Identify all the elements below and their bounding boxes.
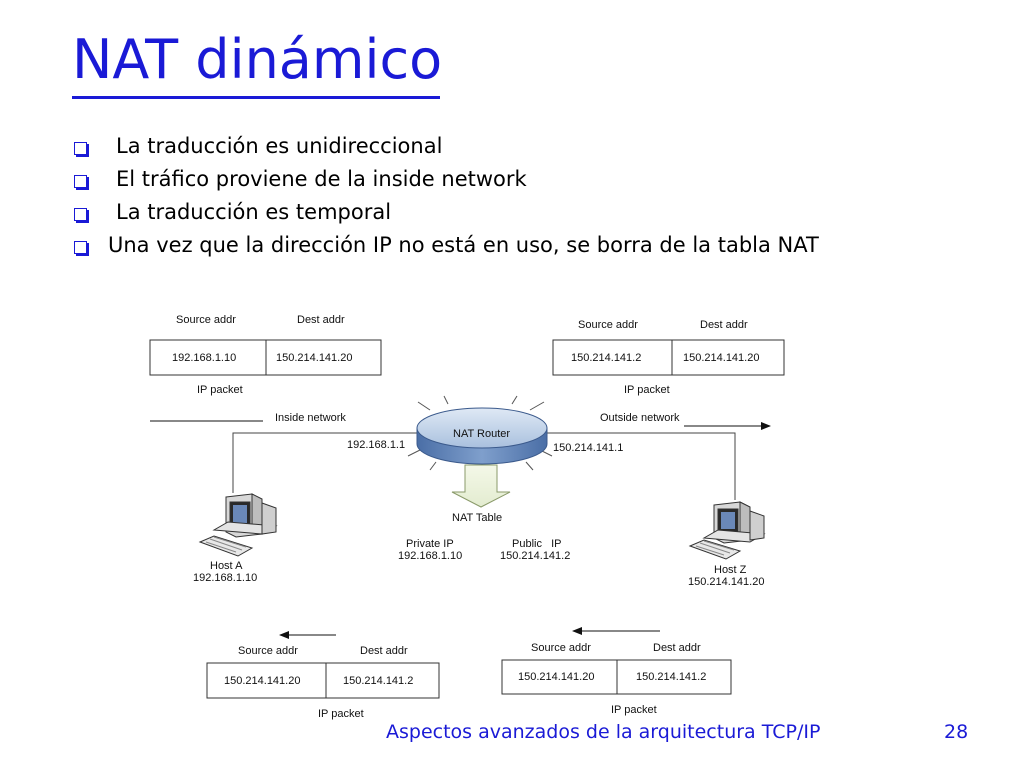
page-number: 28 — [944, 721, 969, 743]
source-addr-value: 192.168.1.10 — [172, 352, 236, 364]
nat-router-icon — [407, 395, 553, 471]
ip-packet-bottom-left: Source addr Dest addr 150.214.141.20 150… — [206, 645, 440, 720]
ip-packet-caption: IP packet — [197, 384, 243, 396]
nat-table-title: NAT Table — [452, 512, 502, 524]
source-addr-value: 150.214.141.20 — [224, 675, 300, 687]
source-addr-value: 150.214.141.2 — [571, 352, 641, 364]
packet-box — [552, 339, 785, 376]
dest-addr-label: Dest addr — [653, 642, 701, 654]
source-addr-value: 150.214.141.20 — [518, 671, 594, 683]
checkbox-bullet-icon — [74, 208, 87, 221]
source-addr-label: Source addr — [238, 645, 298, 657]
host-z-ip: 150.214.141.20 — [688, 576, 764, 588]
ip-packet-bottom-right: Source addr Dest addr 150.214.141.20 150… — [501, 642, 732, 716]
source-addr-label: Source addr — [176, 314, 236, 326]
host-z-name: Host Z — [714, 564, 747, 576]
host-a-name: Host A — [210, 560, 243, 572]
ip-packet-caption: IP packet — [611, 704, 657, 716]
dest-addr-value: 150.214.141.20 — [276, 352, 352, 364]
slide-title: NAT dinámico — [72, 28, 443, 91]
checkbox-bullet-icon — [74, 175, 87, 188]
public-ip-header: Public IP — [512, 538, 562, 550]
inside-network-line — [232, 432, 420, 493]
router-label: NAT Router — [453, 428, 510, 440]
public-ip-value: 150.214.141.2 — [500, 550, 570, 562]
ip-packet-top-left: Source addr Dest addr 192.168.1.10 150.2… — [149, 314, 382, 396]
checkbox-bullet-icon — [74, 142, 87, 155]
dest-addr-label: Dest addr — [700, 319, 748, 331]
dest-addr-value: 150.214.141.20 — [683, 352, 759, 364]
dest-addr-value: 150.214.141.2 — [343, 675, 413, 687]
ip-packet-top-right: Source addr Dest addr 150.214.141.2 150.… — [552, 319, 785, 396]
outside-network-label: Outside network — [600, 412, 680, 424]
bullet-text: Una vez que la dirección IP no está en u… — [108, 233, 819, 257]
inside-network-label: Inside network — [275, 412, 346, 424]
private-ip-value: 192.168.1.10 — [398, 550, 462, 562]
router-inside-ip: 192.168.1.1 — [347, 439, 405, 451]
outside-network-line — [545, 432, 736, 500]
bullet-text: La traducción es unidireccional — [116, 134, 443, 158]
nat-table: NAT Table Private IP Public IP 192.168.1… — [398, 512, 570, 562]
host-z-computer-icon — [688, 501, 766, 560]
dest-addr-label: Dest addr — [360, 645, 408, 657]
ip-packet-caption: IP packet — [318, 708, 364, 720]
checkbox-bullet-icon — [74, 241, 87, 254]
footer-title: Aspectos avanzados de la arquitectura TC… — [386, 721, 821, 743]
down-arrow-icon — [451, 464, 511, 508]
bullet-text: El tráfico proviene de la inside network — [116, 167, 527, 191]
ip-packet-caption: IP packet — [624, 384, 670, 396]
title-underline — [72, 96, 440, 99]
bullet-text: La traducción es temporal — [116, 200, 392, 224]
source-addr-label: Source addr — [531, 642, 591, 654]
dest-addr-value: 150.214.141.2 — [636, 671, 706, 683]
host-a-ip: 192.168.1.10 — [193, 572, 257, 584]
router-outside-ip: 150.214.141.1 — [553, 442, 623, 454]
source-addr-label: Source addr — [578, 319, 638, 331]
private-ip-header: Private IP — [406, 538, 454, 550]
host-a-computer-icon — [198, 493, 278, 557]
packet-box — [206, 662, 440, 699]
dest-addr-label: Dest addr — [297, 314, 345, 326]
